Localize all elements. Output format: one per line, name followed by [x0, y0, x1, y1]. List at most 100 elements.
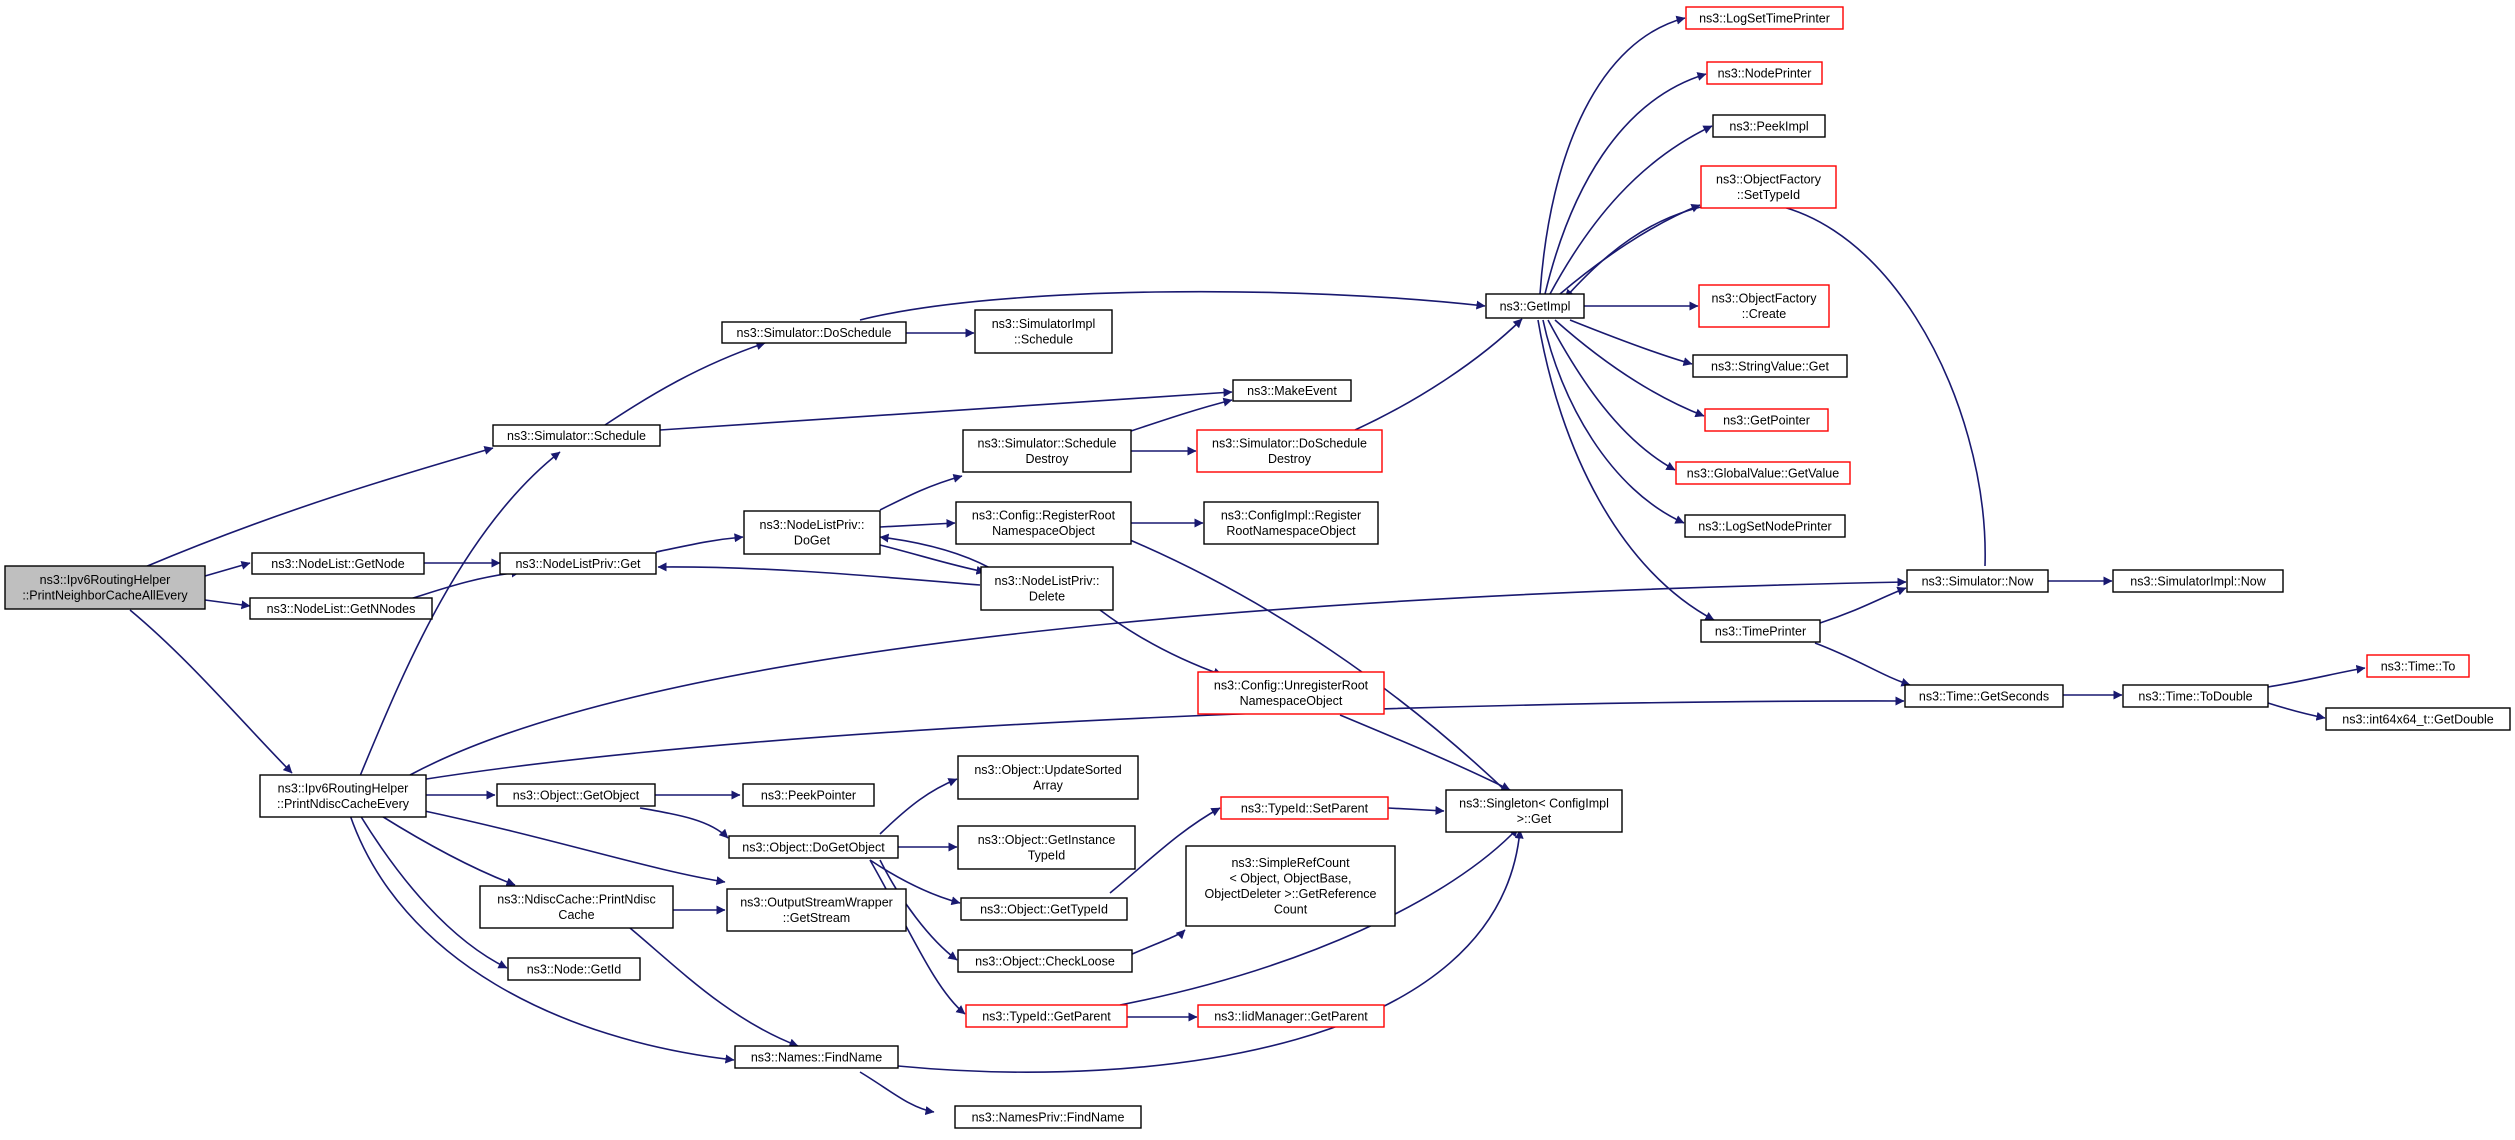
- edge-scheduledestroy-to-makeevent: [1127, 397, 1233, 433]
- node-sim-do-schedule[interactable]: ns3::Simulator::DoSchedule: [721, 321, 907, 344]
- node-names-find-name[interactable]: ns3::Names::FindName: [734, 1045, 899, 1069]
- edge-getimpl-to-stringvalueget: [1569, 319, 1693, 367]
- node-singleton-get[interactable]: ns3::Singleton< ConfigImpl>::Get: [1445, 789, 1623, 833]
- node-simple-ref-count[interactable]: ns3::SimpleRefCount< Object, ObjectBase,…: [1185, 845, 1396, 927]
- node-root[interactable]: ns3::Ipv6RoutingHelper::PrintNeighborCac…: [4, 565, 206, 610]
- node-time-to-double[interactable]: ns3::Time::ToDouble: [2122, 684, 2269, 708]
- node-sim-impl-now[interactable]: ns3::SimulatorImpl::Now: [2112, 569, 2284, 593]
- node-box: [259, 774, 427, 818]
- node-label-line: ns3::NodeList::GetNNodes: [267, 602, 416, 616]
- node-nlp-delete[interactable]: ns3::NodeListPriv::Delete: [980, 566, 1114, 611]
- node-label-line: NamespaceObject: [1240, 694, 1343, 708]
- node-sim-now[interactable]: ns3::Simulator::Now: [1906, 569, 2049, 593]
- node-log-set-time-printer[interactable]: ns3::LogSetTimePrinter: [1685, 6, 1844, 30]
- node-label-line: ns3::Simulator::Now: [1922, 574, 2035, 588]
- edge-typeidsetparent-to-singletonget: [1387, 806, 1445, 816]
- node-string-value-get[interactable]: ns3::StringValue::Get: [1692, 354, 1848, 378]
- node-global-value-get-value[interactable]: ns3::GlobalValue::GetValue: [1675, 461, 1851, 485]
- node-type-id-get-parent[interactable]: ns3::TypeId::GetParent: [965, 1004, 1128, 1028]
- node-label-line: ns3::Node::GetId: [527, 962, 622, 976]
- nodes: ns3::Ipv6RoutingHelper::PrintNeighborCac…: [4, 6, 2511, 1129]
- edges: [129, 15, 2366, 1116]
- edge-sim-schedule-to-doschedule: [604, 341, 766, 426]
- node-box: [1706, 61, 1823, 85]
- node-label-line: ::Create: [1742, 307, 1787, 321]
- node-box: [957, 755, 1139, 800]
- node-get-impl[interactable]: ns3::GetImpl: [1485, 293, 1585, 319]
- node-box: [2122, 684, 2269, 708]
- node-log-set-node-printer[interactable]: ns3::LogSetNodePrinter: [1684, 514, 1846, 538]
- node-obj-get-type-id[interactable]: ns3::Object::GetTypeId: [960, 897, 1128, 921]
- node-box: [974, 309, 1113, 354]
- node-box: [496, 783, 656, 807]
- node-obj-check-loose[interactable]: ns3::Object::CheckLoose: [957, 949, 1133, 973]
- node-nlp-get[interactable]: ns3::NodeListPriv::Get: [499, 552, 657, 575]
- node-label-line: ns3::SimulatorImpl::Now: [2130, 574, 2266, 588]
- node-label-line: ns3::StringValue::Get: [1711, 359, 1829, 373]
- edge-getimpl-to-logsettimeprinter: [1539, 15, 1686, 295]
- node-label-line: ns3::ConfigImpl::Register: [1221, 509, 1361, 523]
- node-label-line: ns3::GetPointer: [1723, 413, 1810, 427]
- node-iid-get-parent[interactable]: ns3::IidManager::GetParent: [1197, 1004, 1385, 1028]
- node-make-event[interactable]: ns3::MakeEvent: [1232, 379, 1352, 402]
- node-of-create[interactable]: ns3::ObjectFactory::Create: [1698, 284, 1830, 328]
- node-print-ndisc[interactable]: ns3::Ipv6RoutingHelper::PrintNdiscCacheE…: [259, 774, 427, 818]
- node-ndisc-print[interactable]: ns3::NdiscCache::PrintNdiscCache: [479, 885, 674, 929]
- edge-dogetobject-to-gettypeid: [869, 859, 961, 906]
- node-box: [726, 888, 907, 932]
- node-box: [1485, 293, 1585, 319]
- node-label-line: ObjectDeleter >::GetReference: [1205, 887, 1377, 901]
- node-time-printer[interactable]: ns3::TimePrinter: [1700, 619, 1821, 643]
- edge-nlpget-to-dogett: [655, 533, 744, 553]
- node-osw-get-stream[interactable]: ns3::OutputStreamWrapper::GetStream: [726, 888, 907, 932]
- node-label-line: RootNamespaceObject: [1226, 524, 1356, 538]
- edge-dogetobject-to-updatesorted: [879, 778, 958, 835]
- node-node-printer[interactable]: ns3::NodePrinter: [1706, 61, 1823, 85]
- node-box: [1904, 684, 2064, 708]
- node-label-line: ns3::Object::GetObject: [513, 788, 640, 802]
- node-label-line: ns3::NodeListPriv::Get: [515, 557, 641, 571]
- node-obj-do-get-object[interactable]: ns3::Object::DoGetObject: [728, 835, 899, 859]
- node-peek-pointer[interactable]: ns3::PeekPointer: [742, 783, 875, 807]
- node-label-line: ns3::NodeListPriv::: [760, 518, 865, 532]
- node-type-id-set-parent[interactable]: ns3::TypeId::SetParent: [1220, 796, 1389, 820]
- node-label-line: ns3::PeekPointer: [761, 788, 856, 802]
- node-label-line: >::Get: [1517, 812, 1552, 826]
- node-get-pointer[interactable]: ns3::GetPointer: [1704, 408, 1829, 432]
- edge-timeprinter-to-simnow: [1819, 586, 1907, 624]
- node-names-priv-find-name[interactable]: ns3::NamesPriv::FindName: [954, 1105, 1142, 1129]
- node-label-line: ::GetStream: [783, 911, 850, 925]
- node-peek-impl[interactable]: ns3::PeekImpl: [1712, 114, 1826, 138]
- node-box: [249, 597, 433, 620]
- node-cfg-unregister-root[interactable]: ns3::Config::UnregisterRootNamespaceObje…: [1197, 671, 1385, 715]
- node-sim-schedule[interactable]: ns3::Simulator::Schedule: [492, 424, 661, 447]
- node-nl-get-n-nodes[interactable]: ns3::NodeList::GetNNodes: [249, 597, 433, 620]
- edge-dogetobject-to-typeidgetparent: [869, 859, 966, 1015]
- node-box: [743, 510, 881, 555]
- node-cfg-impl-register-root[interactable]: ns3::ConfigImpl::RegisterRootNamespaceOb…: [1203, 501, 1379, 545]
- node-label-line: ns3::NodeList::GetNode: [271, 557, 404, 571]
- node-nl-get-node[interactable]: ns3::NodeList::GetNode: [251, 552, 425, 575]
- node-label-line: ns3::Object::CheckLoose: [975, 954, 1115, 968]
- node-node-get-id[interactable]: ns3::Node::GetId: [507, 957, 641, 981]
- node-box: [1197, 1004, 1385, 1028]
- node-int64-get-double[interactable]: ns3::int64x64_t::GetDouble: [2325, 707, 2511, 731]
- node-obj-get-object[interactable]: ns3::Object::GetObject: [496, 783, 656, 807]
- node-sim-impl-schedule[interactable]: ns3::SimulatorImpl::Schedule: [974, 309, 1113, 354]
- node-box: [479, 885, 674, 929]
- node-time-get-seconds[interactable]: ns3::Time::GetSeconds: [1904, 684, 2064, 708]
- node-of-set-type-id[interactable]: ns3::ObjectFactory::SetTypeId: [1700, 165, 1837, 209]
- node-box: [2112, 569, 2284, 593]
- node-box: [957, 825, 1136, 870]
- node-label-line: ::PrintNeighborCacheAllEvery: [22, 589, 188, 603]
- node-nlp-do-get[interactable]: ns3::NodeListPriv::DoGet: [743, 510, 881, 555]
- node-time-to[interactable]: ns3::Time::To: [2366, 654, 2470, 678]
- node-box: [1700, 165, 1837, 209]
- node-box: [1700, 619, 1821, 643]
- edge-namesfindname-to-singletonget: [897, 829, 1524, 1073]
